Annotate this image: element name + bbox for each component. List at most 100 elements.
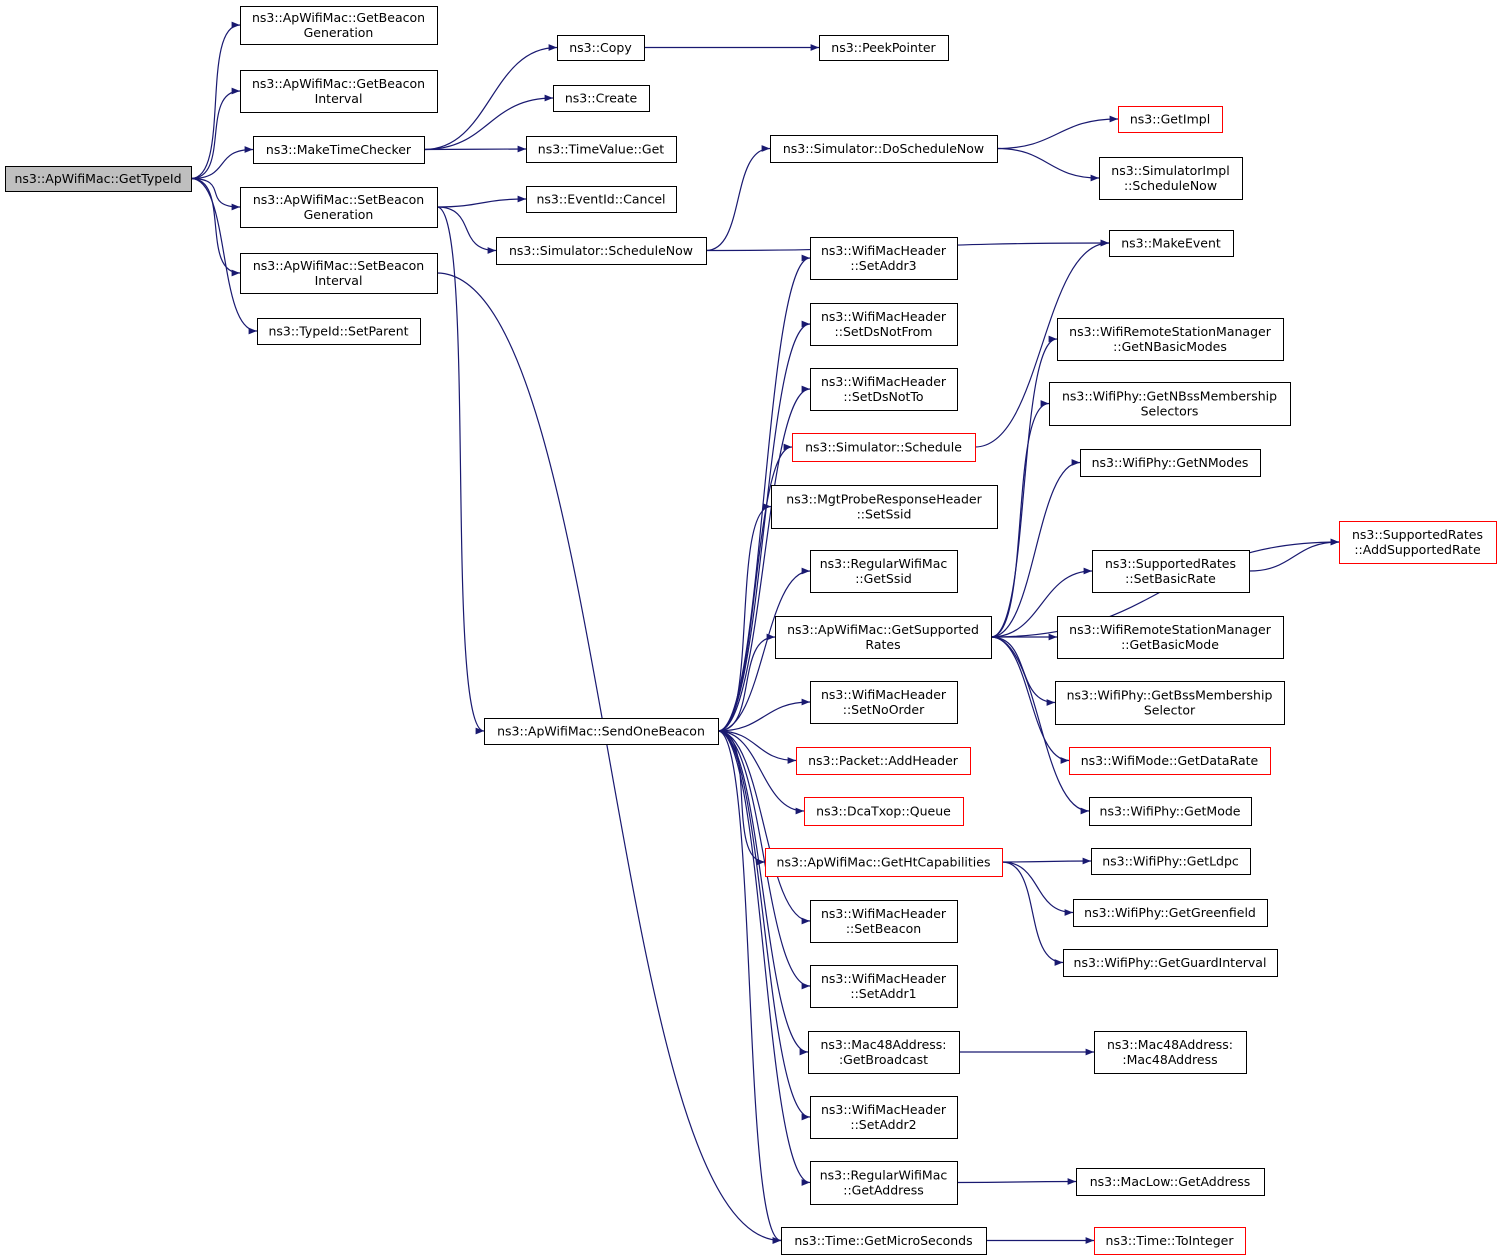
- node-label: :GetBroadcast: [839, 1052, 928, 1067]
- node-phyGetLdpc[interactable]: ns3::WifiPhy::GetLdpc: [1091, 848, 1251, 875]
- edge-simSchedule-to-makeEvent: [974, 239, 1110, 448]
- node-copy[interactable]: ns3::Copy: [557, 35, 645, 61]
- node-setParent[interactable]: ns3::TypeId::SetParent: [257, 318, 421, 345]
- edge-sendOneBeacon-to-getSupportedRates: [717, 633, 776, 732]
- node-box: [1057, 318, 1284, 361]
- node-box: [496, 237, 707, 265]
- node-label: ns3::PeekPointer: [831, 40, 936, 55]
- node-sendOneBeacon[interactable]: ns3::ApWifiMac::SendOneBeacon: [484, 718, 719, 745]
- node-label: ::SetSsid: [857, 507, 912, 522]
- node-label: ns3::SupportedRates: [1105, 556, 1236, 571]
- edge-setBeaconGen-to-eventCancel: [436, 195, 527, 208]
- node-box: [1069, 747, 1271, 775]
- node-setAddr3[interactable]: ns3::WifiMacHeader::SetAddr3: [810, 237, 958, 280]
- edge-sendOneBeacon-to-setAddr2: [717, 730, 811, 1121]
- node-box: [1063, 949, 1278, 977]
- node-phyGetGreenfield[interactable]: ns3::WifiPhy::GetGreenfield: [1073, 899, 1268, 927]
- node-create[interactable]: ns3::Create: [553, 85, 650, 112]
- node-setNoOrder[interactable]: ns3::WifiMacHeader::SetNoOrder: [810, 681, 958, 724]
- node-label: ns3::Time::ToInteger: [1106, 1233, 1235, 1248]
- node-timeToInteger[interactable]: ns3::Time::ToInteger: [1094, 1227, 1246, 1255]
- edge-root-to-getBeaconInt: [190, 87, 241, 180]
- node-setDsNotTo[interactable]: ns3::WifiMacHeader::SetDsNotTo: [810, 368, 958, 411]
- node-label: ::SetAddr3: [850, 258, 916, 273]
- node-label: Selector: [1144, 703, 1196, 718]
- node-label: ns3::WifiPhy::GetGreenfield: [1084, 905, 1256, 920]
- node-getImpl[interactable]: ns3::GetImpl: [1118, 106, 1223, 133]
- node-simImplScheduleNow[interactable]: ns3::SimulatorImpl::ScheduleNow: [1099, 157, 1243, 200]
- node-simSchedule[interactable]: ns3::Simulator::Schedule: [792, 433, 976, 462]
- node-box: [484, 718, 719, 745]
- node-regGetAddress[interactable]: ns3::RegularWifiMac::GetAddress: [810, 1161, 958, 1205]
- node-box: [240, 6, 438, 45]
- node-box: [810, 681, 958, 724]
- node-box: [1076, 1168, 1265, 1196]
- node-dcaQueue[interactable]: ns3::DcaTxop::Queue: [804, 797, 964, 826]
- node-mac48Address[interactable]: ns3::Mac48Address::Mac48Address: [1094, 1031, 1247, 1074]
- node-eventCancel[interactable]: ns3::EventId::Cancel: [526, 186, 677, 213]
- node-label: ns3::SupportedRates: [1352, 527, 1483, 542]
- node-box: [253, 136, 425, 164]
- node-mgtSetSsid[interactable]: ns3::MgtProbeResponseHeader::SetSsid: [771, 485, 998, 529]
- edge-getSupportedRates-to-phyGetNBss: [990, 400, 1050, 638]
- node-box: [1094, 1227, 1246, 1255]
- node-box: [792, 433, 976, 462]
- node-srAddSupportedRate[interactable]: ns3::SupportedRates::AddSupportedRate: [1339, 521, 1497, 564]
- node-addHeader[interactable]: ns3::Packet::AddHeader: [796, 747, 971, 775]
- node-phyGetNModes[interactable]: ns3::WifiPhy::GetNModes: [1080, 449, 1261, 477]
- node-label: ::SetAddr2: [850, 1117, 916, 1132]
- node-label: ns3::GetImpl: [1130, 112, 1210, 127]
- node-label: ns3::MgtProbeResponseHeader: [786, 492, 982, 507]
- node-peekPointer[interactable]: ns3::PeekPointer: [819, 35, 949, 61]
- node-getHtCap[interactable]: ns3::ApWifiMac::GetHtCapabilities: [765, 848, 1003, 877]
- node-wrsmGetBasicMode[interactable]: ns3::WifiRemoteStationManager::GetBasicM…: [1057, 616, 1284, 659]
- node-box: [770, 135, 998, 163]
- node-label: ns3::Mac48Address:: [1107, 1037, 1233, 1052]
- node-srSetBasicRate[interactable]: ns3::SupportedRates::SetBasicRate: [1092, 550, 1250, 593]
- node-label: Selectors: [1141, 404, 1199, 419]
- node-phyGetGuard[interactable]: ns3::WifiPhy::GetGuardInterval: [1063, 949, 1278, 977]
- node-setBeacon[interactable]: ns3::WifiMacHeader::SetBeacon: [810, 900, 958, 943]
- node-box: [1080, 449, 1261, 477]
- node-label: ns3::WifiPhy::GetNBssMembership: [1062, 389, 1277, 404]
- node-timeValueGet[interactable]: ns3::TimeValue::Get: [526, 136, 677, 163]
- node-setAddr2[interactable]: ns3::WifiMacHeader::SetAddr2: [810, 1096, 958, 1139]
- node-box: [257, 318, 421, 345]
- node-simDoScheduleNow[interactable]: ns3::Simulator::DoScheduleNow: [770, 135, 998, 163]
- node-box: [1118, 106, 1223, 133]
- node-box: [1073, 899, 1268, 927]
- node-macLowGetAddress[interactable]: ns3::MacLow::GetAddress: [1076, 1168, 1265, 1196]
- node-makeEvent[interactable]: ns3::MakeEvent: [1109, 230, 1234, 257]
- node-makeTimeChecker[interactable]: ns3::MakeTimeChecker: [253, 136, 425, 164]
- node-label: ns3::WifiPhy::GetNModes: [1092, 455, 1249, 470]
- edge-simDoScheduleNow-to-simImplScheduleNow: [996, 147, 1100, 182]
- node-box: [771, 485, 998, 529]
- node-simScheduleNow[interactable]: ns3::Simulator::ScheduleNow: [496, 237, 707, 265]
- node-getMicroSeconds[interactable]: ns3::Time::GetMicroSeconds: [781, 1227, 987, 1255]
- node-label: ::GetAddress: [843, 1183, 923, 1198]
- edge-makeTimeChecker-to-timeValueGet: [423, 145, 527, 153]
- node-root[interactable]: ns3::ApWifiMac::GetTypeId: [5, 166, 192, 192]
- node-label: ns3::ApWifiMac::SendOneBeacon: [497, 724, 705, 739]
- node-label: ns3::Simulator::Schedule: [805, 440, 962, 455]
- node-box: [810, 368, 958, 411]
- node-phyGetMode[interactable]: ns3::WifiPhy::GetMode: [1089, 797, 1252, 826]
- node-modeGetDataRate[interactable]: ns3::WifiMode::GetDataRate: [1069, 747, 1271, 775]
- edge-setBeaconInt-to-getMicroSeconds: [436, 272, 782, 1244]
- node-wrsmGetNBasicModes[interactable]: ns3::WifiRemoteStationManager::GetNBasic…: [1057, 318, 1284, 361]
- node-setDsNotFrom[interactable]: ns3::WifiMacHeader::SetDsNotFrom: [810, 303, 958, 346]
- node-box: [526, 186, 677, 213]
- node-regGetSsid[interactable]: ns3::RegularWifiMac::GetSsid: [810, 550, 958, 593]
- node-getBroadcast[interactable]: ns3::Mac48Address::GetBroadcast: [808, 1031, 960, 1074]
- node-box: [810, 1096, 958, 1139]
- node-box: [810, 900, 958, 943]
- node-setAddr1[interactable]: ns3::WifiMacHeader::SetAddr1: [810, 965, 958, 1008]
- edge-sendOneBeacon-to-setDsNotTo: [717, 385, 811, 732]
